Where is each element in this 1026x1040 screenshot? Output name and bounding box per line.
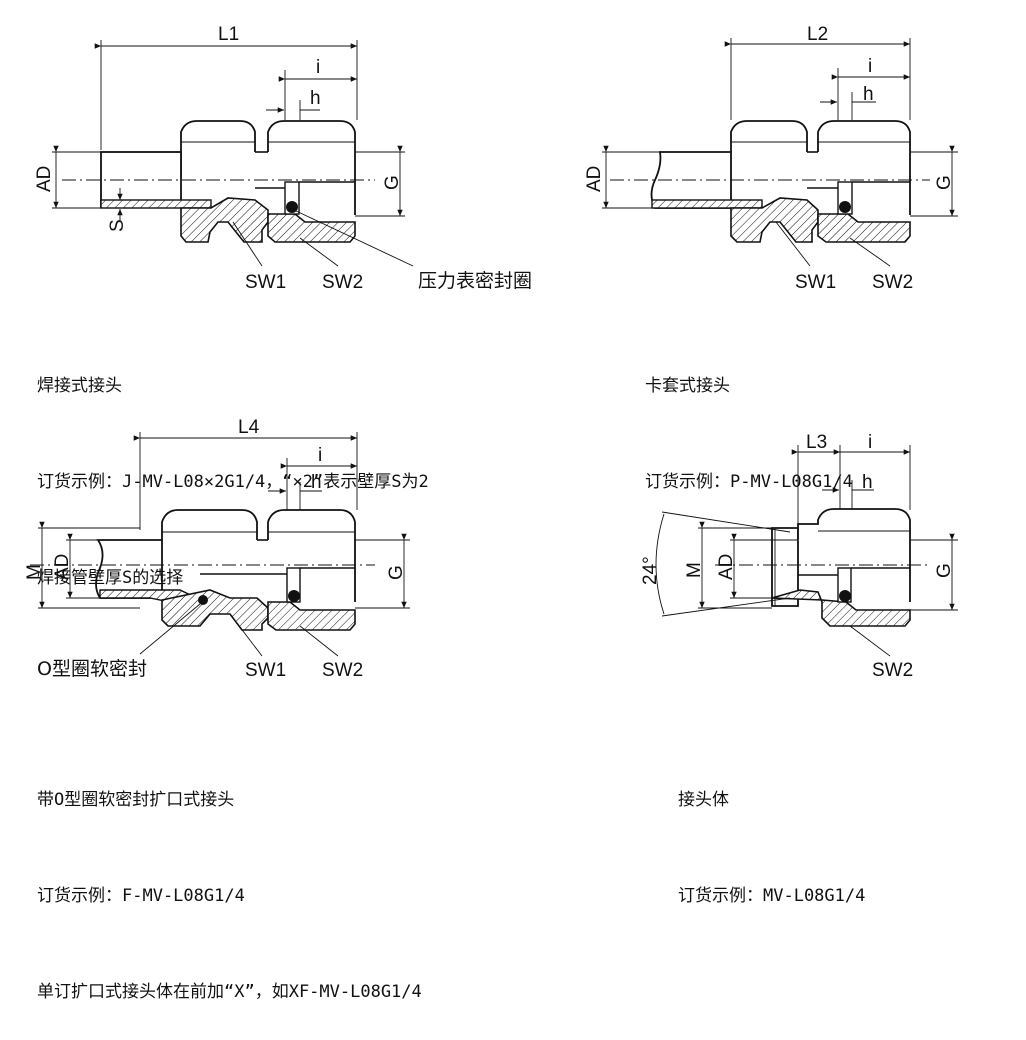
figure-welded: L1 i h AD S (34, 24, 532, 293)
dim-label-ad: AD (584, 166, 605, 192)
hex-sw1 (161, 509, 258, 540)
figure-body: L3 i h 24° M AD G SW2 (640, 432, 958, 681)
section-sw2 (817, 213, 911, 243)
dim-label-angle: 24° (640, 556, 661, 585)
caption-title: 卡套式接头 (645, 376, 730, 396)
hex-sw1 (180, 120, 256, 152)
caption-title: 接头体 (678, 790, 729, 810)
pipe (100, 151, 182, 208)
dim-label-ad: AD (52, 554, 73, 580)
part-label-sw2: SW2 (322, 660, 363, 681)
dim-label-h: h (310, 88, 321, 109)
caption-ferrule: 卡套式接头 订货示例：P-MV-L08G1/4 (645, 306, 853, 530)
dim-label-g: G (382, 175, 403, 190)
seal-ring (839, 590, 851, 602)
pipe-wall (651, 199, 763, 209)
dim-label-h: h (863, 84, 874, 105)
figure-ferrule: L2 i h AD G SW1 SW2 (584, 24, 958, 293)
hex-sw2 (267, 120, 356, 215)
part-label-sw2: SW2 (872, 660, 913, 681)
hex-sw2 (797, 508, 911, 602)
dim-label-g: G (934, 563, 955, 578)
caption-order-example: 订货示例：J-MV-L08×2G1/4，“×2”表示壁厚S为2 (37, 472, 429, 492)
section-sw1 (180, 197, 269, 243)
part-label-sw1: SW1 (245, 660, 286, 681)
part-label-seal: 压力表密封圈 (418, 270, 532, 292)
leader-seal (293, 209, 414, 267)
caption-order-example: 订货示例：F-MV-L08G1/4 (37, 886, 245, 906)
dim-label-m: M (24, 564, 45, 580)
caption-flared: 带O型圈软密封扩口式接头 订货示例：F-MV-L08G1/4 单订扩口式接头体在… (37, 720, 422, 1040)
dim-label-l3: L3 (806, 432, 827, 453)
caption-note: 单订扩口式接头体在前加“X”，如XF-MV-L08G1/4 (37, 982, 422, 1002)
dim-label-g: G (934, 175, 955, 190)
figure-flared: L4 i h M AD G (24, 417, 410, 681)
dim-label-ad: AD (34, 166, 55, 192)
dim-label-g: G (386, 565, 407, 580)
dim-label-s: S (107, 219, 128, 232)
hex-sw2 (817, 120, 911, 215)
dim-label-m: M (684, 562, 705, 578)
hex-sw2 (267, 509, 356, 602)
caption-note: 焊接管壁厚S的选择 (37, 568, 184, 588)
dim-label-l2: L2 (807, 24, 828, 45)
dim-label-ad: AD (716, 554, 737, 580)
dim-label-i: i (868, 56, 872, 77)
dim-label-h: h (311, 472, 322, 493)
hex-sw1 (730, 120, 808, 152)
caption-body: 接头体 订货示例：MV-L08G1/4 (678, 720, 865, 944)
seal-ring (839, 201, 851, 213)
dim-arc-angle (655, 513, 665, 615)
part-label-sw1: SW1 (795, 272, 836, 293)
dim-label-h: h (862, 472, 873, 493)
section-sw2 (267, 213, 356, 243)
part-label-sw2: SW2 (872, 272, 913, 293)
technical-drawing: L1 i h AD S (24, 24, 958, 681)
leader-sw1 (232, 221, 263, 267)
part-label-sw1: SW1 (245, 272, 286, 293)
dim-label-l4: L4 (238, 417, 260, 438)
dim-label-i: i (868, 432, 872, 453)
section-sw2 (267, 601, 356, 631)
pipe-wall (100, 199, 212, 209)
caption-order-example: 订货示例：P-MV-L08G1/4 (645, 472, 853, 492)
caption-title: 带O型圈软密封扩口式接头 (37, 790, 235, 810)
leader-sw2 (299, 237, 339, 267)
nose (771, 527, 799, 607)
part-label-seal: O型圈软密封 (37, 658, 147, 680)
dim-label-l1: L1 (218, 24, 239, 45)
caption-order-example: 订货示例：MV-L08G1/4 (678, 886, 866, 906)
section-sw1 (161, 589, 269, 631)
caption-welded: 焊接式接头 订货示例：J-MV-L08×2G1/4，“×2”表示壁厚S为2 焊接… (37, 306, 429, 626)
seal-ring (288, 590, 300, 602)
dim-label-i: i (316, 57, 320, 78)
caption-title: 焊接式接头 (37, 376, 122, 396)
part-label-sw2: SW2 (322, 272, 363, 293)
leader-o-ring (139, 603, 201, 655)
section-sw1 (730, 197, 819, 243)
dim-label-i: i (318, 445, 322, 466)
o-ring (198, 595, 208, 605)
